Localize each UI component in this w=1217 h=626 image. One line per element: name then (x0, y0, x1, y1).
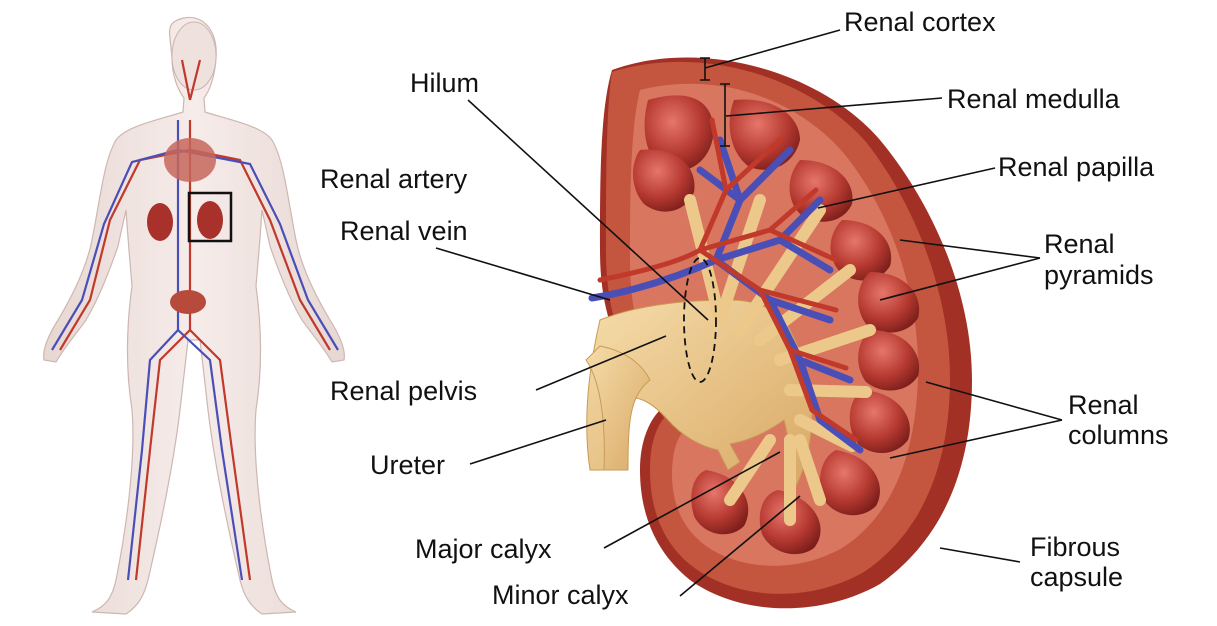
label-renal-columns-line-1: Renal (1068, 390, 1139, 420)
label-fibrous-capsule-line-2: capsule (1030, 562, 1123, 592)
heart (164, 138, 216, 182)
label-renal-pyramids-line-2: pyramids (1044, 260, 1154, 290)
label-renal-columns-line-2: columns (1068, 420, 1169, 450)
label-renal-medulla: Renal medulla (947, 84, 1121, 114)
leader-fibrous-capsule (940, 548, 1020, 562)
right-kidney (197, 201, 223, 239)
label-ureter: Ureter (370, 450, 445, 480)
label-renal-vein: Renal vein (340, 216, 468, 246)
label-renal-artery: Renal artery (320, 164, 468, 194)
bladder (170, 290, 206, 314)
leader-ureter (470, 420, 606, 464)
left-kidney (147, 203, 173, 241)
label-hilum: Hilum (410, 68, 479, 98)
label-minor-calyx: Minor calyx (492, 580, 629, 610)
label-renal-pelvis: Renal pelvis (330, 376, 477, 406)
label-renal-cortex: Renal cortex (844, 7, 996, 37)
label-renal-papilla: Renal papilla (998, 152, 1155, 182)
human-figure (44, 17, 345, 614)
leader-renal-cortex (705, 30, 840, 68)
body-silhouette (44, 17, 345, 614)
label-renal-pyramids-line-1: Renal (1044, 229, 1115, 259)
leader-renal-vein (436, 248, 610, 300)
label-major-calyx: Major calyx (415, 534, 552, 564)
label-fibrous-capsule-line-1: Fibrous (1030, 532, 1120, 562)
